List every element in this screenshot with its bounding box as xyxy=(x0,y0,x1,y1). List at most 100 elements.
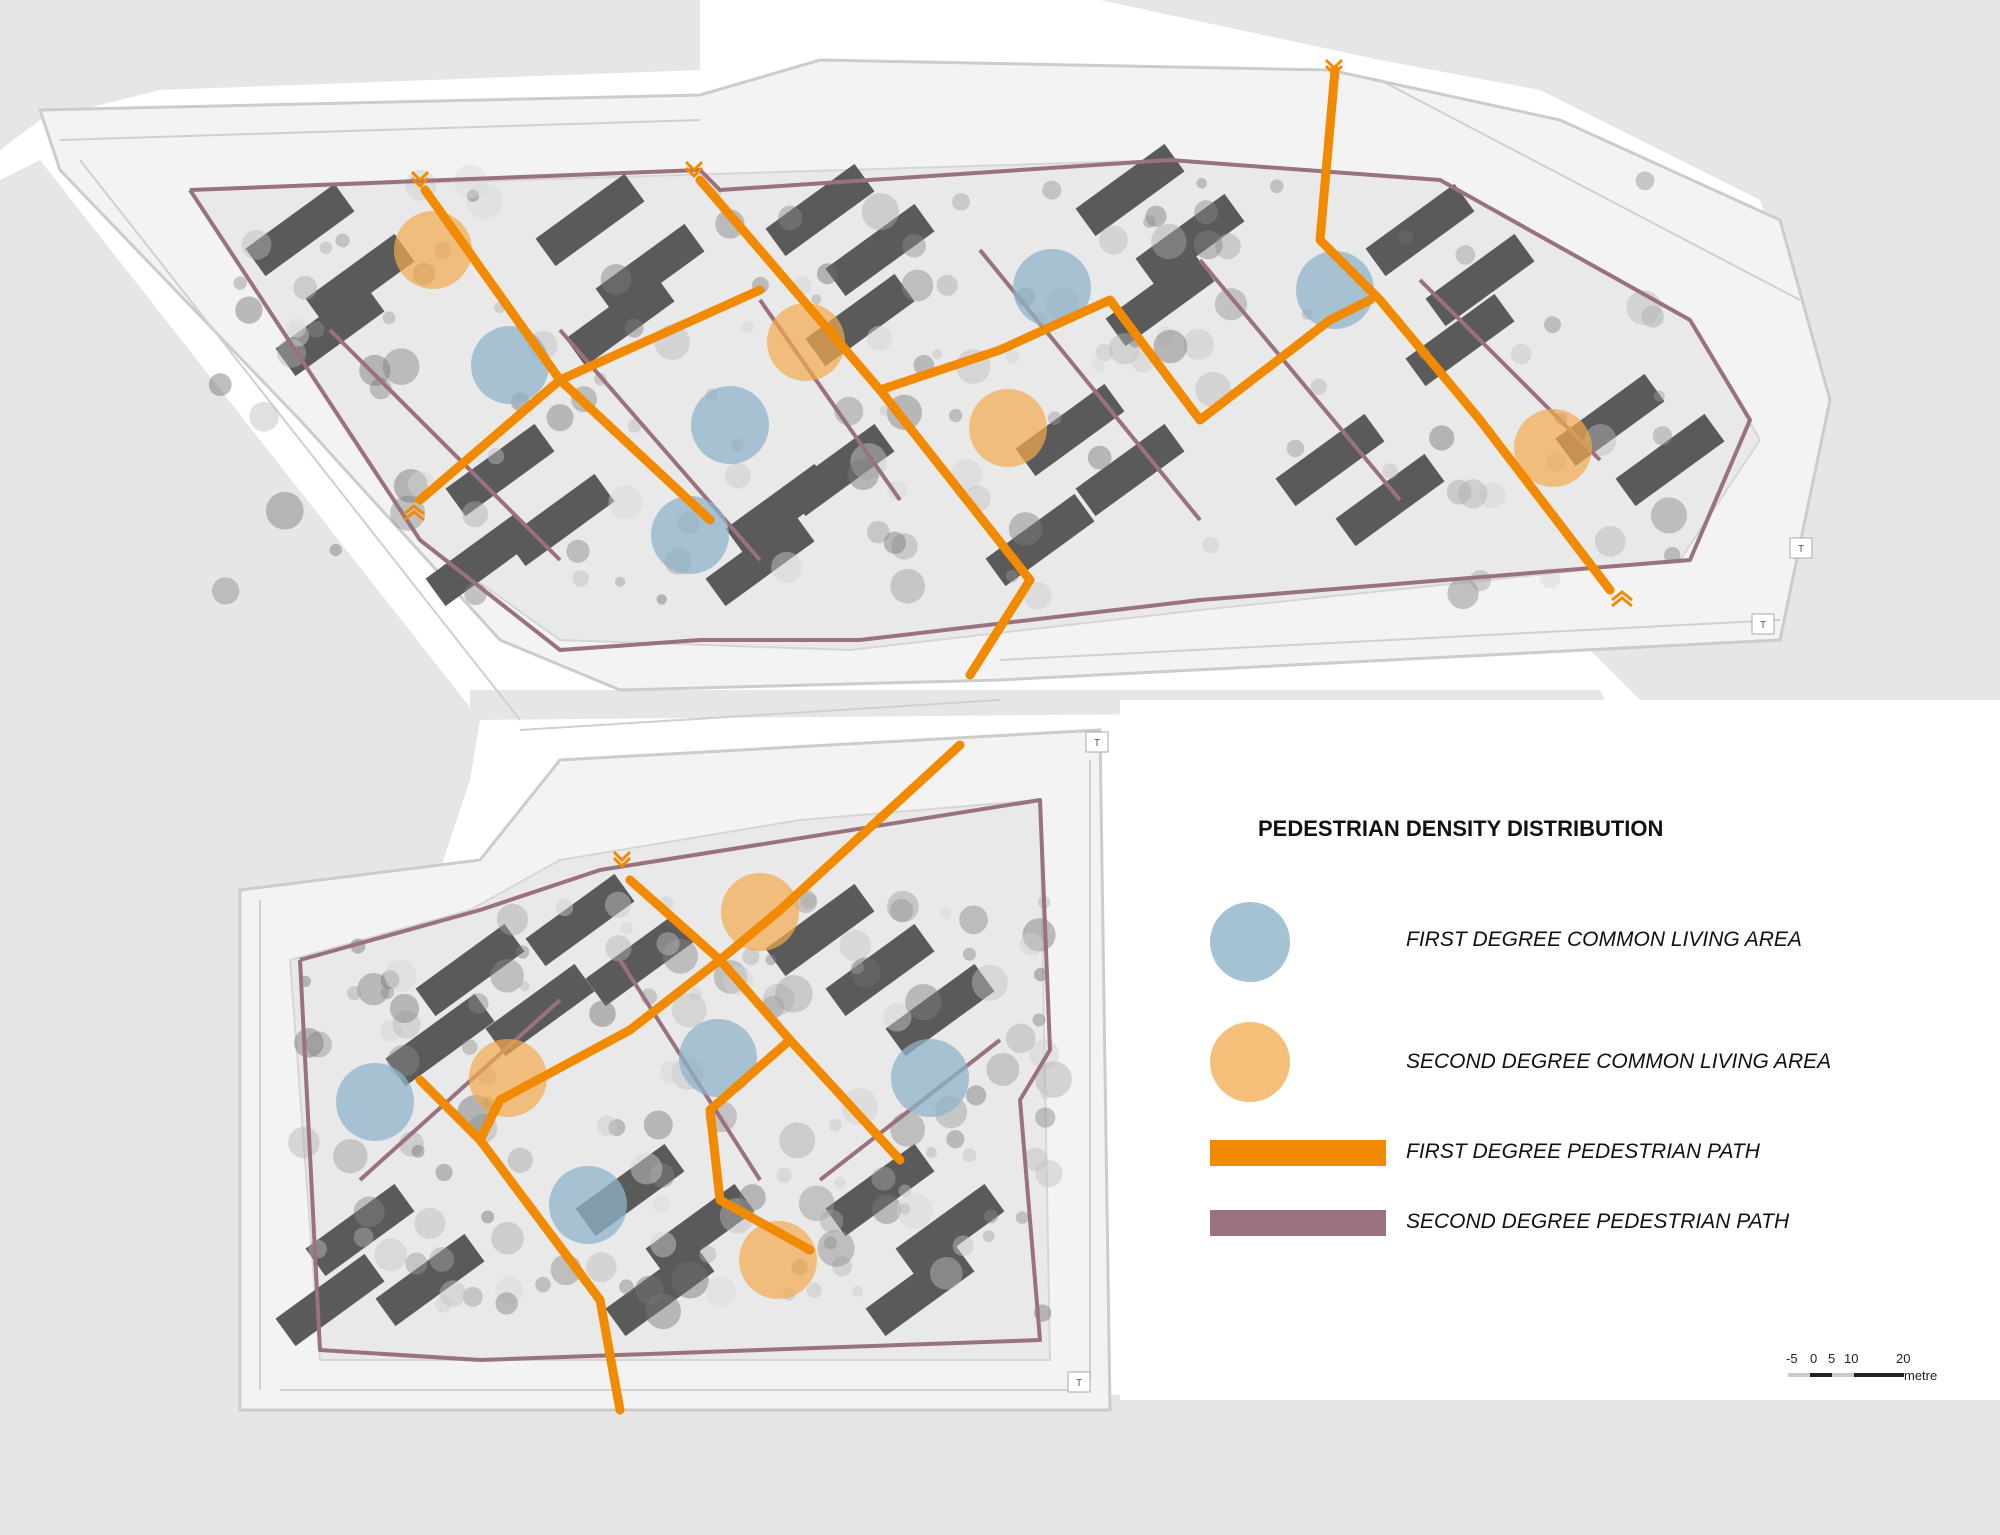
t-marker: T xyxy=(1067,1371,1091,1393)
tree xyxy=(241,229,272,260)
tree xyxy=(596,1115,617,1137)
tree xyxy=(382,311,396,325)
building xyxy=(305,1183,415,1277)
second-degree-common-area xyxy=(469,1039,547,1117)
tree xyxy=(624,318,644,338)
legend-title: PEDESTRIAN DENSITY DISTRIBUTION xyxy=(1258,816,1663,841)
tree xyxy=(962,947,976,961)
tree xyxy=(359,354,391,387)
tree xyxy=(896,1192,933,1229)
tree xyxy=(329,543,342,557)
scale-unit: metre xyxy=(1904,1368,1937,1383)
legend-item-label: SECOND DEGREE PEDESTRIAN PATH xyxy=(1406,1210,1790,1233)
tree xyxy=(572,570,590,587)
tree xyxy=(1182,328,1214,360)
entrance-arrow-icon xyxy=(684,160,704,179)
building xyxy=(895,1183,1005,1277)
tree xyxy=(771,551,803,583)
tree xyxy=(705,1276,737,1308)
tree xyxy=(635,1275,664,1305)
tree xyxy=(1196,177,1207,189)
entrance-arrow-icon xyxy=(612,850,632,869)
tree xyxy=(1035,1061,1072,1098)
building xyxy=(535,173,645,267)
tree xyxy=(1584,424,1617,457)
tree xyxy=(286,323,310,347)
tree xyxy=(462,501,489,528)
building xyxy=(525,873,635,967)
scale-tick-label: -5 xyxy=(1786,1351,1798,1366)
building xyxy=(825,1143,935,1237)
tree xyxy=(249,401,279,432)
tree xyxy=(1650,497,1687,534)
tree xyxy=(1040,1088,1051,1100)
tree xyxy=(901,269,934,302)
tree xyxy=(816,263,838,285)
first-degree-common-area xyxy=(891,1039,969,1117)
tree xyxy=(811,294,822,305)
tree xyxy=(1032,1013,1046,1027)
tree xyxy=(374,1238,408,1272)
scale-tick-label: 0 xyxy=(1810,1351,1817,1366)
tree xyxy=(952,192,970,211)
legend-item-second-degree-area: SECOND DEGREE COMMON LIVING AREA xyxy=(1210,1022,1831,1102)
tree xyxy=(600,264,632,295)
tree xyxy=(461,1039,478,1055)
tree xyxy=(765,954,777,966)
tree xyxy=(546,403,574,432)
tree xyxy=(307,321,325,338)
tree xyxy=(608,1119,626,1137)
north-second-path-outline xyxy=(188,158,1752,652)
tree xyxy=(1108,333,1141,365)
tree xyxy=(847,458,879,491)
north-first-path-c xyxy=(695,175,1035,680)
tree xyxy=(519,981,530,992)
south-first-path-a xyxy=(475,740,965,1145)
tree xyxy=(276,338,307,368)
tree xyxy=(962,1148,977,1163)
t-marker-label: T xyxy=(1094,738,1100,749)
tree xyxy=(890,898,914,922)
tree xyxy=(535,1276,551,1293)
first-degree-common-area xyxy=(691,386,769,464)
tree xyxy=(898,1184,912,1198)
tree xyxy=(429,1247,455,1272)
tree xyxy=(308,1239,327,1259)
second-degree-common-area xyxy=(969,389,1047,467)
south-first-path-b xyxy=(625,875,905,1165)
building xyxy=(565,273,675,367)
tree xyxy=(982,1230,995,1243)
north-first-path-e xyxy=(1315,65,1615,595)
tree xyxy=(1087,445,1112,470)
scale-tick-label: 10 xyxy=(1844,1351,1858,1366)
tree xyxy=(1641,305,1664,328)
tree xyxy=(650,1231,677,1258)
tree xyxy=(940,907,952,919)
tree xyxy=(1543,316,1561,334)
entrance-arrow-icon xyxy=(410,170,430,189)
building xyxy=(825,203,935,297)
tree xyxy=(850,960,864,975)
scale-tick-label: 20 xyxy=(1896,1351,1910,1366)
tree xyxy=(966,1085,987,1106)
second-degree-common-area xyxy=(721,873,799,951)
tree xyxy=(490,958,524,993)
tree xyxy=(1479,482,1506,509)
tree xyxy=(466,182,503,220)
tree xyxy=(1310,378,1327,395)
tree xyxy=(650,1163,675,1188)
building xyxy=(245,183,355,277)
tree xyxy=(586,1252,617,1283)
tree xyxy=(1269,179,1284,193)
tree xyxy=(1008,512,1043,546)
tree xyxy=(1023,581,1052,610)
tree xyxy=(357,972,390,1006)
tree xyxy=(507,1147,533,1173)
t-marker: T xyxy=(1789,537,1813,559)
tree xyxy=(589,1000,616,1028)
tree xyxy=(319,241,333,255)
tree xyxy=(384,959,417,993)
tree xyxy=(307,1035,322,1050)
tree xyxy=(1447,577,1479,610)
